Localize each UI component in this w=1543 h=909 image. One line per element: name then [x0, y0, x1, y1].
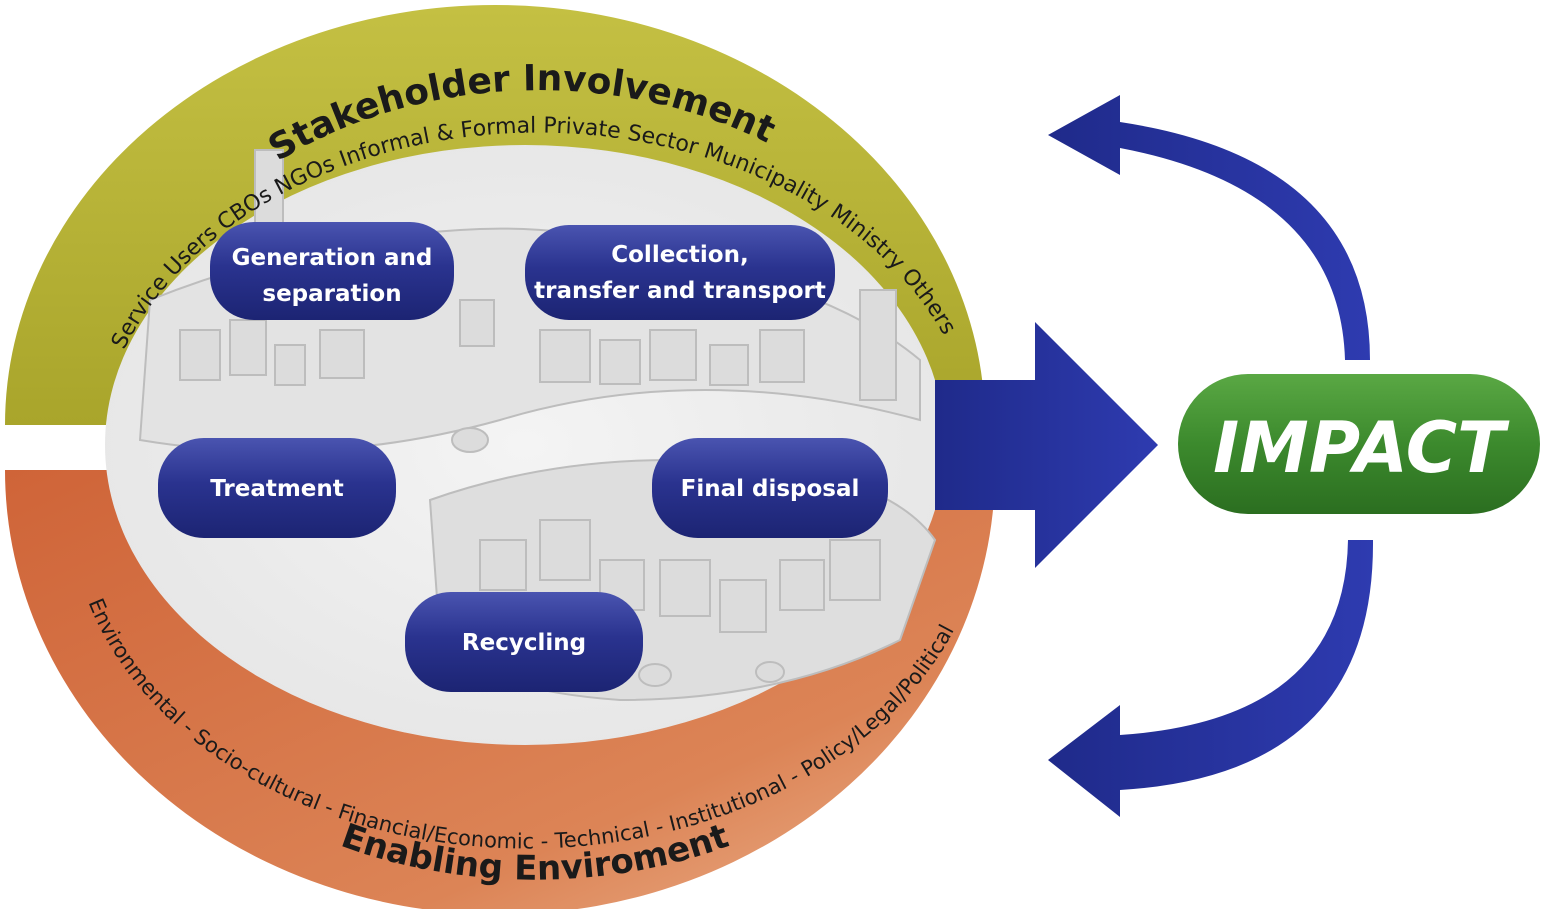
stage-final-disposal-label: Final disposal — [681, 476, 860, 502]
main-arrow — [935, 322, 1158, 568]
stage-final-disposal: Final disposal — [652, 438, 888, 538]
impact-label: IMPACT — [1213, 407, 1510, 489]
stage-generation: Generation and separation — [210, 222, 454, 320]
feedback-arrow-bottom — [1048, 540, 1374, 817]
stage-treatment-label: Treatment — [210, 476, 344, 502]
stage-treatment: Treatment — [158, 438, 396, 538]
stage-collection: Collection, transfer and transport — [525, 225, 835, 320]
stage-recycling: Recycling — [405, 592, 643, 692]
enabling-ring — [5, 470, 995, 909]
impact-pill — [1178, 374, 1540, 514]
stage-collection-line2: transfer and transport — [534, 278, 826, 304]
stage-generation-line1: Generation and — [232, 245, 433, 271]
stage-recycling-label: Recycling — [462, 630, 586, 656]
feedback-arrow-top — [1048, 95, 1370, 360]
stage-generation-line2: separation — [262, 281, 401, 307]
stage-collection-line1: Collection, — [611, 242, 748, 268]
stakeholder-ring — [5, 5, 985, 425]
